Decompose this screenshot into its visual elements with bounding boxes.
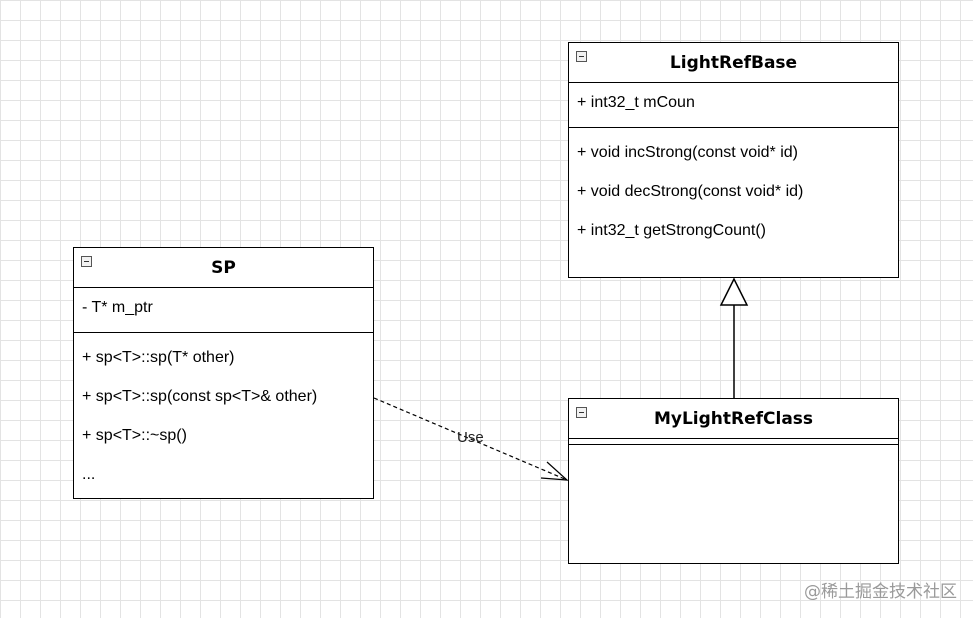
class-light-ref-base[interactable]: LightRefBase + int32_t mCoun + void incS… — [568, 42, 899, 278]
methods-section: + void incStrong(const void* id) + void … — [569, 128, 898, 276]
method-item: + sp<T>::sp(T* other) — [82, 349, 235, 366]
dependency-arrowhead — [540, 461, 569, 481]
method-item: + int32_t getStrongCount() — [577, 222, 767, 239]
class-sp[interactable]: SP - T* m_ptr + sp<T>::sp(T* other) + sp… — [73, 247, 374, 499]
class-name: LightRefBase — [669, 52, 798, 73]
methods-section — [569, 445, 898, 562]
attribute-item: - T* m_ptr — [82, 299, 153, 316]
attributes-section: - T* m_ptr — [74, 288, 373, 333]
collapse-icon[interactable] — [576, 51, 587, 62]
watermark: @稀土掘金技术社区 — [804, 582, 957, 602]
method-item: + void incStrong(const void* id) — [577, 144, 798, 161]
class-header: LightRefBase — [569, 43, 898, 83]
collapse-icon[interactable] — [81, 256, 92, 267]
class-header: SP — [74, 248, 373, 288]
method-item: + void decStrong(const void* id) — [577, 183, 804, 200]
class-my-light-ref-class[interactable]: MyLightRefClass — [568, 398, 899, 564]
methods-section: + sp<T>::sp(T* other) + sp<T>::sp(const … — [74, 333, 373, 497]
attribute-item: + int32_t mCoun — [577, 94, 695, 111]
method-item: + sp<T>::sp(const sp<T>& other) — [82, 388, 318, 405]
attributes-section: + int32_t mCoun — [569, 83, 898, 128]
inheritance-arrowhead — [719, 277, 749, 306]
class-name: MyLightRefClass — [653, 408, 814, 429]
class-header: MyLightRefClass — [569, 399, 898, 439]
method-item: + sp<T>::~sp() — [82, 427, 187, 444]
method-item: ... — [82, 466, 96, 483]
attributes-section — [569, 439, 898, 445]
class-name: SP — [211, 257, 236, 278]
dependency-label: Use — [457, 429, 484, 446]
collapse-icon[interactable] — [576, 407, 587, 418]
